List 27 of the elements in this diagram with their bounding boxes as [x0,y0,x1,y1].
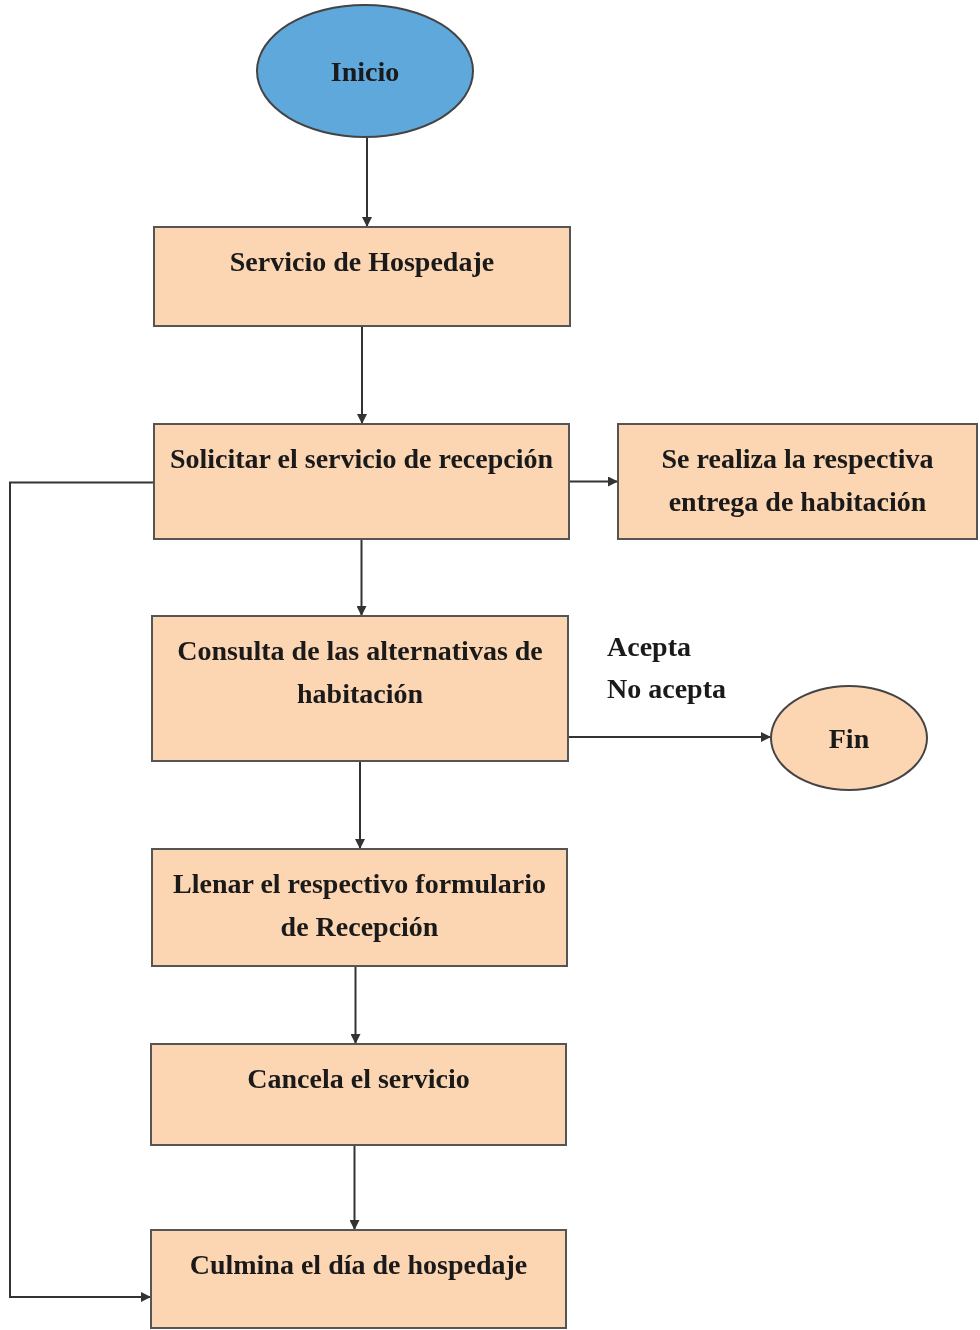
arrow [350,966,361,1044]
node-text: Consulta de las alternativas de habitación [176,634,544,711]
process-box [153,423,570,540]
arrow [355,761,365,849]
node-text: Culmina el día de hospedaje [188,1248,529,1282]
process-box [151,615,569,762]
node-text: Llenar el respectivo formulario de Recepción [172,867,547,944]
process-box [150,1043,567,1146]
arrow [569,476,618,487]
node-text: Solicitar el servicio de recepción [168,442,555,476]
process-box [153,226,571,327]
branch-label: Acepta [607,630,691,664]
arrow [357,326,367,424]
node-text: Se realiza la respectiva entrega de habitación [660,442,935,519]
process-box [150,1229,567,1329]
arrow [349,1145,360,1230]
node-text: Fin [828,721,870,756]
arrow [356,539,367,616]
arrow [568,732,771,742]
node-text: Cancela el servicio [246,1062,471,1096]
arrow [362,137,372,227]
process-box [617,423,978,540]
arrow [9,481,154,1302]
node-text: Servicio de Hospedaje [228,245,496,279]
branch-label: No acepta [607,672,726,706]
node-text: Inicio [330,54,400,89]
process-box [151,848,568,967]
